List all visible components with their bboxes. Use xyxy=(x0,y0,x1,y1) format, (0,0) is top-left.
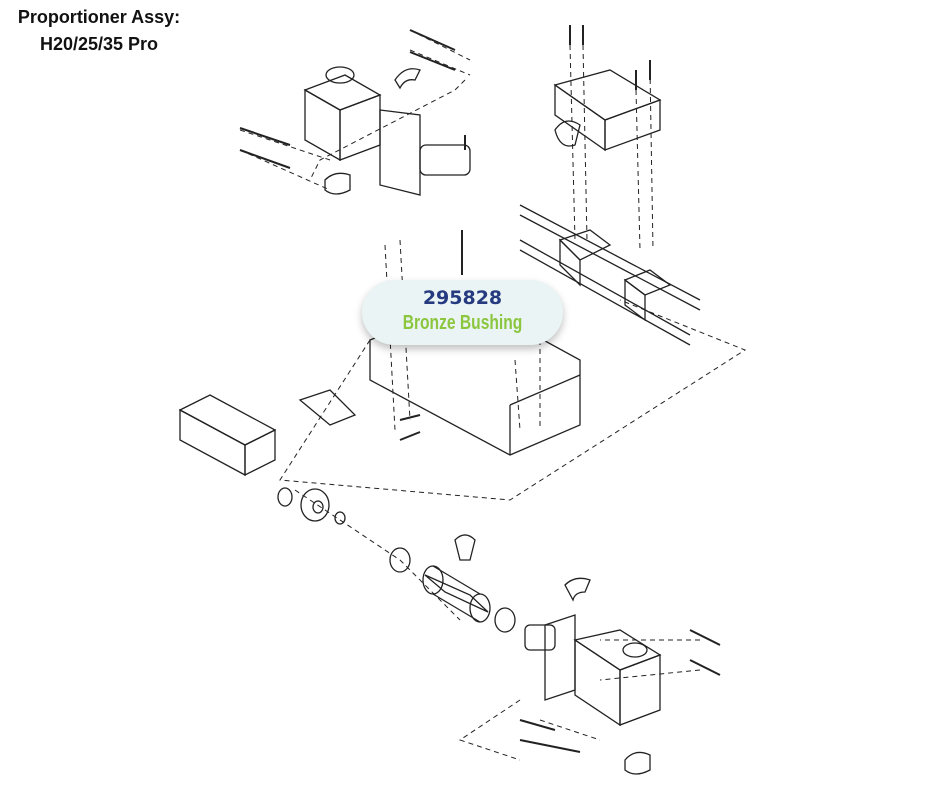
top-proportioner xyxy=(303,66,471,196)
title-line-1: Proportioner Assy: xyxy=(17,7,181,27)
cover-box xyxy=(178,394,277,477)
bottom-cylinder xyxy=(422,534,491,623)
sensor-bracket xyxy=(298,389,357,426)
part-number: 295828 xyxy=(422,287,503,309)
part-callout: 295828 Bronze Bushing xyxy=(362,280,563,345)
title-line-2: H20/25/35 Pro xyxy=(39,34,159,54)
part-name: Bronze Bushing xyxy=(402,312,523,334)
bottom-proportioner xyxy=(524,577,662,775)
diagram-title: Proportioner Assy: H20/25/35 Pro xyxy=(0,4,198,58)
top-manifold xyxy=(553,69,662,152)
seal-rings xyxy=(277,487,516,633)
assembly-dashed-outline xyxy=(239,29,747,761)
fasteners xyxy=(239,25,721,753)
tie-rods xyxy=(519,204,701,346)
